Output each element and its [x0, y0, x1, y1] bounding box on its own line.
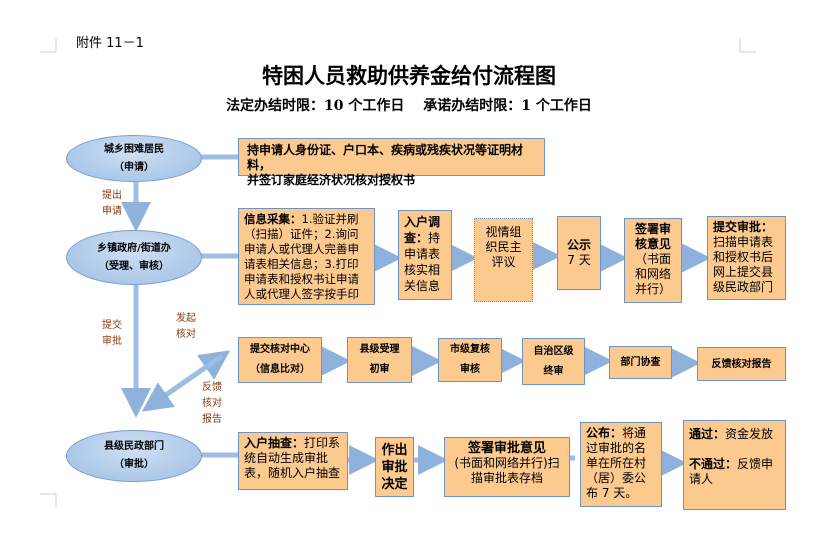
box-body: 视情组织民主评议	[485, 225, 522, 269]
line2: 终审	[543, 365, 564, 377]
sign-review-box: 签署审核意见（书面和网络并行）	[624, 218, 682, 303]
node-resident: 城乡困难居民 （申请）	[66, 135, 202, 182]
line1: 部门协查	[620, 357, 661, 368]
node-township: 乡镇政府/街道办 （受理、审核）	[66, 230, 202, 285]
time-limit-subtitle: 法定办结时限：10 个工作日 承诺办结时限：1 个工作日	[226, 98, 592, 114]
county-initial-review-box: 县级受理初审	[347, 337, 412, 383]
info-collection-box: 信息采集：1.验证并刷（扫描）证件；2.询问申请人或代理人完善申请表相关信息；3…	[238, 208, 375, 305]
line2: （信息比对）	[250, 364, 310, 375]
box-title: 入户抽查：	[244, 436, 305, 450]
required-documents-box: 持申请人身份证、户口本、疾病或残疾状况等证明材料，并签订家庭经济状况核对授权书	[238, 138, 545, 187]
node-role: （受理、审核）	[99, 260, 169, 272]
fail-body: 反馈申请人	[689, 457, 774, 486]
submit-approval-box: 提交审批：扫描申请表和授权书后网上提交县级民政部门	[707, 216, 786, 300]
spot-check-box: 入户抽查：打印系统自动生成审批表，随机入户抽查	[238, 432, 348, 490]
announce-box: 公布：将通过审批的名单在所在村（居）委公布 7 天。	[580, 422, 662, 507]
box-body: 将通过审批的名单在所在村（居）委公布 7 天。	[586, 426, 647, 500]
box-body: 7 天	[567, 253, 591, 267]
node-name: 乡镇政府/街道办	[97, 242, 171, 254]
democratic-review-box: 视情组织民主评议	[474, 218, 533, 302]
region-final-review-box: 自治区级终审	[522, 338, 585, 385]
line1: 县级受理	[359, 344, 400, 355]
box-body: 持申请表核实相关信息	[404, 231, 441, 293]
arrow-feedback	[141, 353, 224, 412]
box-body: 扫描申请表和授权书后网上提交县级民政部门	[713, 235, 774, 294]
node-role: （审批）	[114, 459, 154, 470]
box-title: 公示	[566, 238, 591, 252]
pass-body: 资金发放	[725, 427, 774, 441]
line1: 自治区级	[533, 345, 574, 357]
box-title: 作出审批决定	[381, 442, 408, 492]
node-role: （申请）	[114, 161, 154, 173]
label-start-check: 发起核对	[176, 313, 196, 340]
node-name: 县级民政部门	[104, 441, 164, 452]
city-review-box: 市级复核审核	[438, 338, 502, 382]
box-title: 提交审批：	[713, 220, 774, 234]
dept-check-box: 部门协查	[609, 346, 672, 379]
feedback-report-box: 反馈核对报告	[697, 347, 786, 381]
box-title: 签署审批意见	[467, 441, 546, 456]
node-county: 县级民政部门 （审批）	[66, 430, 202, 482]
line1: 反馈核对报告	[711, 358, 772, 370]
check-center-box: 提交核对中心 （信息比对）	[238, 337, 322, 383]
label-submit-approve: 提交审批	[102, 320, 122, 347]
line1: 市级复核	[450, 344, 490, 355]
box-body: （书面和网络并行）	[634, 252, 671, 296]
row1-line1: 持申请人身份证、户口本、疾病或残疾状况等证明材料，	[247, 143, 524, 172]
box-title: 入户调查：	[404, 215, 441, 245]
line1: 提交核对中心	[250, 344, 310, 355]
line2: 初审	[369, 364, 390, 375]
box-body: (书面和网络并行)扫描审批表存档	[454, 456, 560, 485]
line2: 审核	[460, 364, 480, 375]
box-title: 公布：	[586, 426, 623, 440]
box-body: 打印系统自动生成审批表，随机入户抽查	[244, 436, 341, 480]
result-box: 通过：资金发放不通过：反馈申请人	[683, 420, 786, 510]
pass-title: 通过：	[689, 427, 726, 441]
box-title: 信息采集：	[244, 212, 302, 226]
node-name: 城乡困难居民	[104, 143, 164, 155]
page-title: 特困人员救助供养金给付流程图	[262, 63, 556, 88]
label-feedback: 反馈核对报告	[202, 382, 222, 425]
decision-box: 作出审批决定	[375, 437, 414, 497]
attachment-label: 附件 11－1	[76, 36, 144, 51]
home-survey-box: 入户调查：持申请表核实相关信息	[398, 210, 452, 300]
box-title: 签署审核意见	[634, 222, 671, 251]
row1-line2: 并签订家庭经济状况核对授权书	[247, 173, 416, 187]
sign-approval-box: 签署审批意见(书面和网络并行)扫描审批表存档	[444, 437, 570, 497]
box-body: 1.验证并刷（扫描）证件；2.询问申请人或代理人完善申请表相关信息；3.打印申请…	[244, 212, 359, 301]
label-submit-apply: 提出申请	[102, 190, 122, 217]
fail-title: 不通过：	[689, 457, 738, 471]
